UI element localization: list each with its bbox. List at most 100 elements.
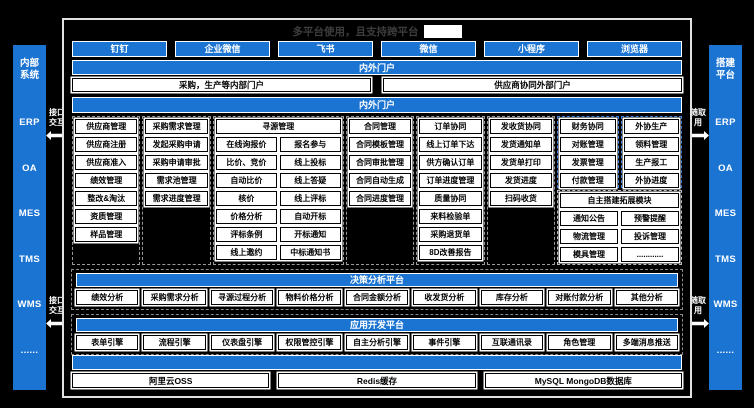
module-box: 外协进度 <box>623 172 679 188</box>
module-box: 需求进度管理 <box>145 190 208 206</box>
diagram-title-bar: 多平台使用，且支持跨平台 <box>71 22 683 40</box>
module-group-accent: 外协生产领料管理生产报工外协进度 <box>620 115 682 188</box>
development-bar: 应用开发平台 <box>76 317 678 332</box>
module-box: 线上评标 <box>279 190 341 206</box>
infrastructure-box: 阿里云OSS <box>72 373 270 388</box>
main-frame: 多平台使用，且支持跨平台 钉钉企业微信飞书微信小程序浏览器 内外门户 采购，生产… <box>62 18 692 398</box>
sidebar-item: MES <box>714 208 737 220</box>
module-box: 发货通知单 <box>489 136 553 152</box>
double-arrow-icon <box>46 319 68 328</box>
modules-section: 内外门户 供应商管理供应商注册供应商准入绩效管理整改&淘汰资质管理样品管理采购需… <box>71 96 683 265</box>
extension-row: 模具管理............ <box>560 246 679 262</box>
module-box: 供应商注册 <box>75 136 138 152</box>
module-box: 来料检验单 <box>419 208 482 224</box>
module-box: 8D改善报告 <box>419 244 482 260</box>
group-subcolumn: 在线询报价比价、竞价自动比价核价价格分析评标条例线上邀约 <box>215 136 277 262</box>
analysis-box: 对账付款分析 <box>548 289 611 305</box>
module-box: 发起采购申请 <box>145 136 208 152</box>
module-box: 核价 <box>215 190 277 206</box>
portal-bar: 内外门户 <box>72 59 682 75</box>
module-box: 自动比价 <box>215 172 277 188</box>
development-box: 多端消息推送 <box>615 334 678 350</box>
diagram-title: 多平台使用，且支持跨平台 <box>292 25 419 38</box>
module-box: 绩效管理 <box>75 172 138 188</box>
development-box: 角色管理 <box>548 334 611 350</box>
module-box: 评标条例 <box>215 226 277 242</box>
sidebar-item: OA <box>718 162 733 174</box>
sidebar-item: ERP <box>19 117 40 129</box>
sidebar-item: ERP <box>715 117 736 129</box>
connector-label: 接口交互 <box>49 108 65 127</box>
analysis-box: 采购需求分析 <box>143 289 206 305</box>
module-group-accent: 财务协同对账管理发票管理付款管理 <box>557 115 619 188</box>
connector-label: 随取用 <box>690 108 706 127</box>
group-header: 发收货协同 <box>489 118 553 134</box>
module-box: 样品管理 <box>75 226 138 242</box>
left-sidebar-title: 内部系统 <box>19 58 39 82</box>
module-box: 生产报工 <box>623 154 679 170</box>
channel-button: 浏览器 <box>587 41 682 57</box>
module-box: 发货单打印 <box>489 154 553 170</box>
module-box: 预警提醒 <box>621 210 679 226</box>
module-box: 质量协同 <box>419 190 482 206</box>
module-box: 自动开标 <box>279 208 341 224</box>
module-box: 通知公告 <box>560 210 619 226</box>
right-connector-bottom: 随取用 <box>687 296 709 329</box>
analysis-box: 寻源过程分析 <box>210 289 274 305</box>
module-box: 合同自动生成 <box>348 172 412 188</box>
module-box: 线上投标 <box>279 154 341 170</box>
module-box: 采购退货单 <box>419 226 482 242</box>
module-box: 订单进度管理 <box>419 172 482 188</box>
development-box: 流程引擎 <box>143 334 206 350</box>
sidebar-item: WMS <box>713 299 738 311</box>
module-group: 供应商管理供应商注册供应商准入绩效管理整改&淘汰资质管理样品管理 <box>72 115 141 265</box>
infrastructure-box: MySQL MongoDB数据库 <box>484 373 682 388</box>
module-box: 资质管理 <box>75 208 138 224</box>
group-header: 供应商管理 <box>75 118 138 134</box>
left-connector-top: 接口交互 <box>46 108 68 141</box>
module-box: 线上答疑 <box>279 172 341 188</box>
double-arrow-icon <box>687 131 709 140</box>
channel-button: 小程序 <box>484 41 579 57</box>
modules-grid: 供应商管理供应商注册供应商准入绩效管理整改&淘汰资质管理样品管理采购需求管理发起… <box>72 115 682 265</box>
development-box: 事件引擎 <box>413 334 476 350</box>
group-header: 订单协同 <box>419 118 482 134</box>
channel-button: 飞书 <box>278 41 373 57</box>
connector-label: 接口交互 <box>49 296 65 315</box>
sidebar-item: MES <box>18 208 41 220</box>
module-group: 合同管理合同模板管理合同审批管理合同自动生成合同进度管理 <box>345 115 415 265</box>
module-box: 价格分析 <box>215 208 277 224</box>
module-box: 供应商准入 <box>75 154 138 170</box>
module-box: 采购申请审批 <box>145 154 208 170</box>
accent-groups: 财务协同对账管理发票管理付款管理外协生产领料管理生产报工外协进度 <box>557 115 682 188</box>
sidebar-item: TMS <box>19 253 40 265</box>
sidebar-item: TMS <box>715 253 736 265</box>
development-box: 表单引擎 <box>76 334 139 350</box>
development-box: 自主分析引擎 <box>345 334 409 350</box>
module-box: 发票管理 <box>560 154 616 170</box>
analysis-bar: 决策分析平台 <box>76 272 678 287</box>
extension-row: 通知公告预警提醒 <box>560 210 679 226</box>
module-box: 整改&淘汰 <box>75 190 138 206</box>
group-header: 合同管理 <box>348 118 412 134</box>
module-box: 扫码收货 <box>489 190 553 206</box>
infrastructure-bar <box>72 355 682 370</box>
group-header: 财务协同 <box>560 118 616 134</box>
module-box: 线上订单下达 <box>419 136 482 152</box>
module-group: 发收货协同发货通知单发货单打印发货进度扫码收货 <box>486 115 556 265</box>
analysis-box: 其他分析 <box>615 289 678 305</box>
module-box: 投诉管理 <box>621 228 679 244</box>
channel-button: 企业微信 <box>175 41 270 57</box>
connector-label: 随取用 <box>690 296 706 315</box>
module-box: 比价、竞价 <box>215 154 277 170</box>
channel-row: 钉钉企业微信飞书微信小程序浏览器 <box>72 41 682 57</box>
analysis-box: 合同金额分析 <box>345 289 409 305</box>
external-portal-box: 供应商协同外部门户 <box>383 77 682 92</box>
module-box: 对账管理 <box>560 136 616 152</box>
modules-bar: 内外门户 <box>72 96 682 113</box>
